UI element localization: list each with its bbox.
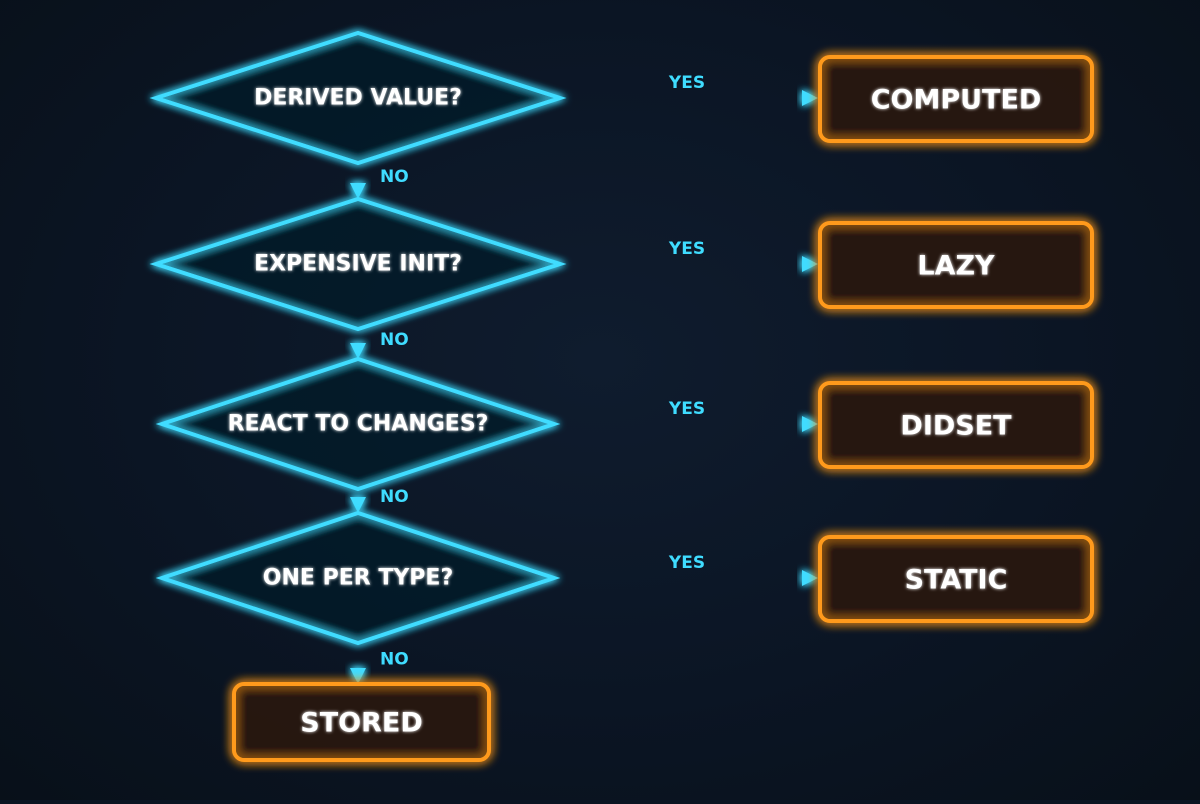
no-label-3: NO <box>380 487 409 507</box>
no-arrowhead-1 <box>350 183 366 199</box>
decision-diamond-1 <box>149 30 567 166</box>
connectors-layer <box>350 90 818 684</box>
result-label-3: DIDSET <box>900 411 1012 442</box>
yes-arrowhead-1 <box>802 90 818 106</box>
no-arrowhead-4 <box>350 668 366 684</box>
yes-arrowhead-2 <box>802 256 818 272</box>
labels-layer: DERIVED VALUE? YES COMPUTED NO EXPENSIVE INI… <box>228 73 1042 739</box>
yes-label-2: YES <box>668 239 705 259</box>
result-label-4: STATIC <box>905 565 1008 596</box>
decision-question-1: DERIVED VALUE? <box>254 86 462 111</box>
result-box-2 <box>818 221 1094 309</box>
yes-label-4: YES <box>668 553 705 573</box>
no-label-1: NO <box>380 167 409 187</box>
no-arrowhead-2 <box>350 343 366 359</box>
no-label-2: NO <box>380 330 409 350</box>
yes-label-3: YES <box>668 399 705 419</box>
result-label-1: COMPUTED <box>871 85 1042 116</box>
final-result-label: STORED <box>300 708 422 739</box>
decision-diamond-3 <box>155 356 561 492</box>
result-box-1 <box>818 55 1094 143</box>
no-arrowhead-3 <box>350 497 366 513</box>
no-label-4: NO <box>380 650 409 670</box>
result-box-4 <box>818 535 1094 623</box>
final-result-box <box>232 682 491 762</box>
yes-arrowhead-3 <box>802 416 818 432</box>
yes-arrowhead-4 <box>802 570 818 586</box>
result-label-2: LAZY <box>917 251 995 282</box>
yes-label-1: YES <box>668 73 705 93</box>
decision-question-4: ONE PER TYPE? <box>263 566 453 591</box>
decision-diamond-4 <box>155 510 561 646</box>
decision-question-2: EXPENSIVE INIT? <box>254 252 462 277</box>
decision-diamond-2 <box>149 196 567 332</box>
nodes-layer <box>149 30 1094 762</box>
decision-question-3: REACT TO CHANGES? <box>228 412 489 437</box>
result-box-3 <box>818 381 1094 469</box>
